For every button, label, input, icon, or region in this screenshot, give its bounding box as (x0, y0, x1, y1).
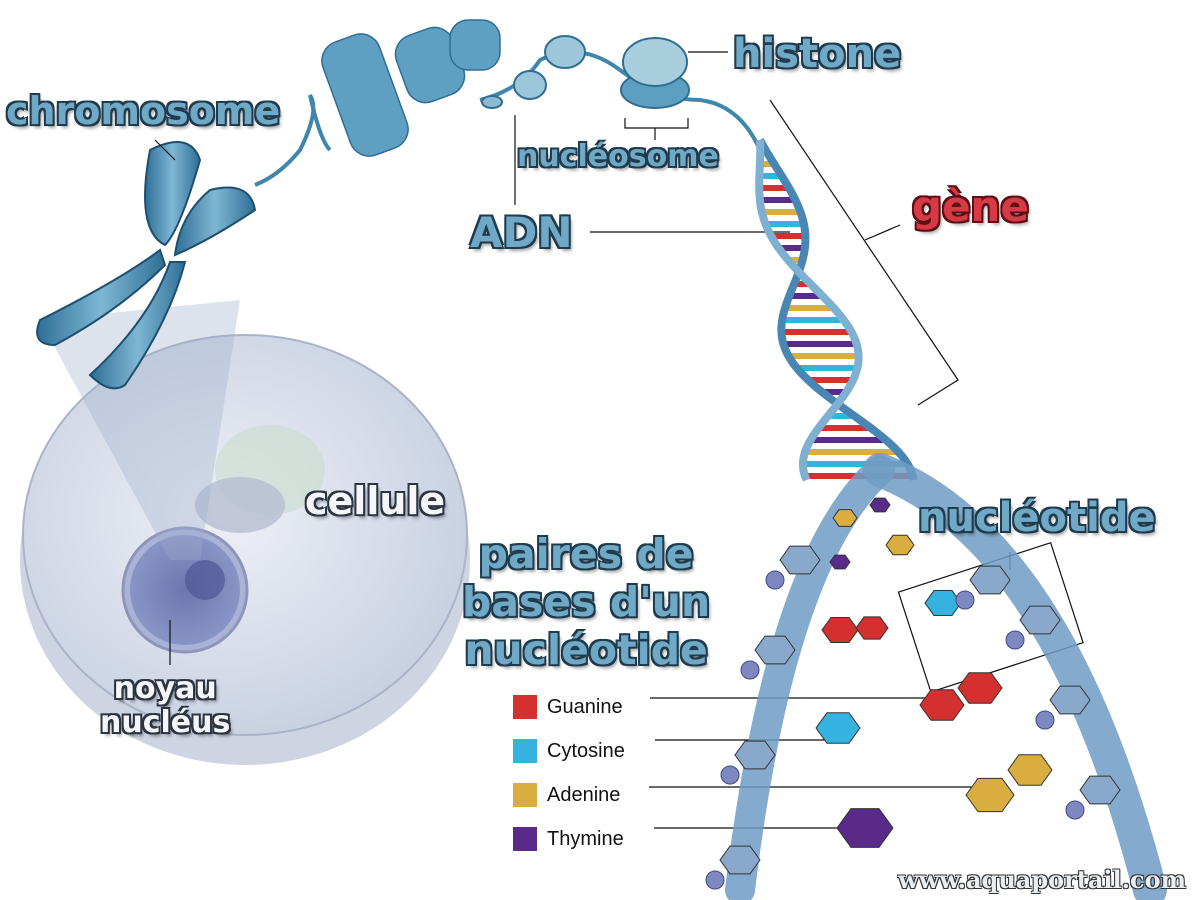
chromosome (36, 141, 257, 390)
histone-core (622, 37, 688, 87)
legend-swatch (513, 695, 537, 719)
label-chromosome: chromosome (6, 89, 281, 133)
label-nucleus: noyau nucléus (100, 672, 230, 740)
base-hexagon (719, 845, 761, 875)
base-hexagon (821, 617, 859, 643)
label-base-pairs: paires de bases d'un nucléotide (462, 530, 710, 674)
label-histone: histone (733, 31, 902, 77)
helix-strand (756, 138, 918, 481)
phosphate-sphere (1035, 710, 1055, 730)
base-hexagon (832, 509, 858, 527)
base-hexagon (734, 740, 776, 770)
helix-strand (755, 139, 863, 482)
base-hexagon (957, 672, 1003, 704)
label-gene: gène (912, 182, 1029, 231)
base-hexagon (754, 635, 796, 665)
phosphate-sphere (955, 590, 975, 610)
label-nucleotide: nucléotide (918, 495, 1156, 541)
base-hexagon (1079, 775, 1121, 805)
phosphate-sphere (740, 660, 760, 680)
legend-label: Cytosine (547, 739, 625, 762)
label-noyau: noyau (113, 671, 217, 706)
base-hexagon (836, 808, 894, 848)
phosphate-sphere (705, 870, 725, 890)
callout-lines (154, 51, 1084, 829)
base-hexagon (1007, 754, 1053, 786)
phosphate-sphere (765, 570, 785, 590)
zoom-cone (40, 300, 240, 560)
chromatin-fiber (321, 19, 501, 157)
phosphate-sphere (1065, 800, 1085, 820)
legend-swatch (513, 739, 537, 763)
nucleosomes (481, 35, 690, 109)
chromatin (254, 93, 332, 187)
label-cellule: cellule (305, 479, 446, 523)
legend-label: Guanine (547, 695, 623, 718)
base-hexagon (885, 534, 915, 556)
phosphate-sphere (1005, 630, 1025, 650)
base-hexagon (919, 689, 965, 721)
label-adn: ADN (470, 208, 573, 257)
label-base-pairs-line: nucléotide (464, 626, 708, 674)
base-hexagon (869, 497, 891, 513)
phosphate-sphere (720, 765, 740, 785)
base-hexagon (829, 554, 851, 570)
label-nucleus-text: nucléus (100, 705, 231, 740)
legend-label: Thymine (547, 827, 624, 850)
label-nucleosome: nucléosome (517, 139, 719, 174)
legend-item-thymine: Thymine (513, 817, 625, 861)
legend-item-guanine: Guanine (513, 685, 625, 729)
legend-label: Adenine (547, 783, 621, 806)
base-hexagon (1019, 605, 1061, 635)
legend-item-cytosine: Cytosine (513, 729, 625, 773)
base-hexagon (969, 565, 1011, 595)
credit-watermark: www.aquaportail.com (898, 865, 1186, 894)
base-hexagon (815, 712, 861, 744)
nucleotide-bases (705, 497, 1121, 890)
base-hexagon (779, 545, 821, 575)
base-hexagon (924, 590, 962, 616)
base-hexagon (965, 777, 1015, 813)
dna-double-helix (755, 138, 918, 482)
label-base-pairs-line: bases d'un (462, 578, 711, 626)
cell (20, 334, 470, 765)
label-base-pairs-line: paires de (478, 530, 694, 578)
legend-item-adenine: Adenine (513, 773, 625, 817)
linker-dna (479, 50, 762, 151)
base-hexagon (855, 616, 889, 640)
base-hexagon (1049, 685, 1091, 715)
legend-swatch (513, 783, 537, 807)
legend-swatch (513, 827, 537, 851)
